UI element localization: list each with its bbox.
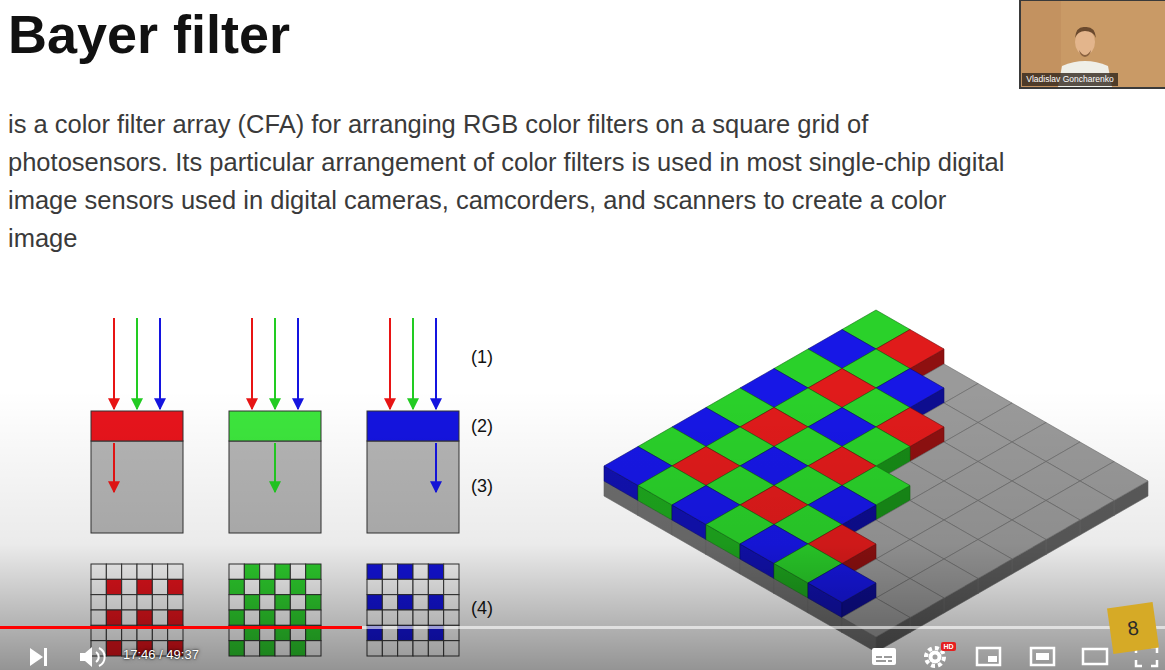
progress-played: [0, 626, 362, 629]
subtitles-line: [876, 656, 882, 658]
volume-icon: [80, 647, 92, 667]
node-text: HD: [941, 642, 956, 651]
theater-icon: [1031, 648, 1054, 665]
webcam-thumbnail: [1019, 0, 1165, 89]
slide-number-note: 8: [1107, 602, 1159, 654]
definition-text: is a color filter array (CFA) for arrang…: [8, 105, 1016, 257]
player-controls: [30, 647, 1157, 667]
video-time: 17:46 / 49:37: [123, 647, 199, 663]
volume-wave: [99, 648, 105, 666]
subtitles-line: [888, 660, 892, 662]
miniplayer-icon: [977, 648, 1000, 665]
callout-number: (1): [471, 346, 493, 368]
miniplayer-inset: [988, 656, 997, 662]
node-text: 8: [1108, 612, 1157, 643]
next-icon-bar: [44, 648, 47, 666]
speaker-hair: [1075, 27, 1096, 38]
settings-gear: [929, 651, 942, 664]
next-icon: [30, 648, 43, 666]
callout-number: (2): [471, 415, 493, 437]
slide-title: Bayer filter: [8, 2, 290, 67]
wide-icon: [1083, 649, 1107, 664]
node-text: Vladislav Goncharenko: [1022, 74, 1118, 85]
theater-inset: [1036, 653, 1049, 660]
volume-wave: [96, 652, 99, 662]
player-gradient: [0, 390, 1165, 670]
callout-number: (3): [471, 475, 493, 497]
webcam-frame: [1019, 0, 1165, 89]
speaker-name-tag: Vladislav Goncharenko: [1022, 73, 1118, 86]
subtitles-icon: [872, 648, 896, 665]
webcam-background: [1021, 1, 1165, 87]
settings-gear-hole: [933, 655, 938, 660]
progress-track: [0, 626, 1165, 629]
subtitles-line: [884, 656, 892, 658]
subtitles-line: [876, 660, 886, 662]
hd-badge: HD: [941, 642, 956, 651]
speaker-beard: [1079, 50, 1091, 57]
callout-number: (4): [471, 597, 493, 619]
